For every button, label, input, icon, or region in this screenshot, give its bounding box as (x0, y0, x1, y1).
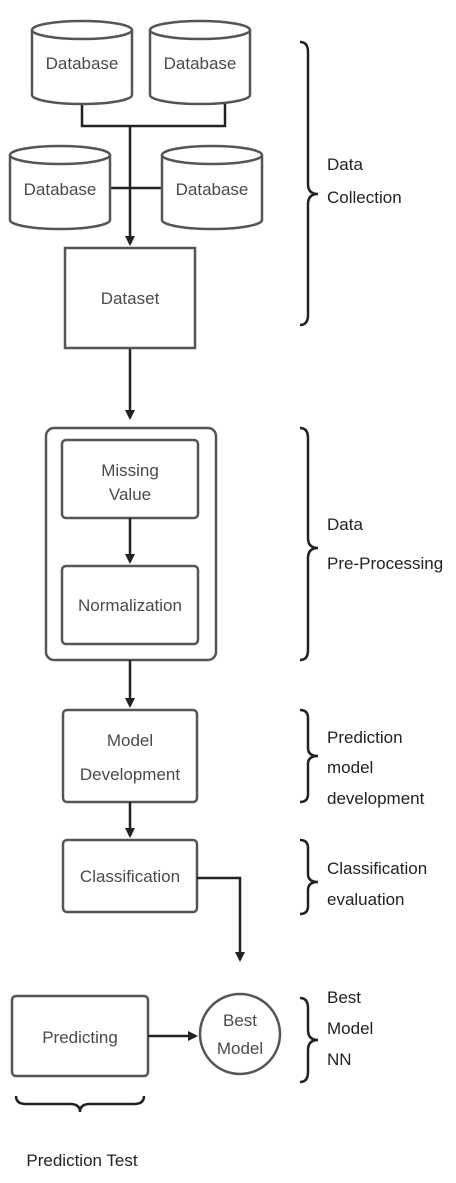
database-1: Database (30, 19, 134, 106)
database-2: Database (148, 19, 252, 106)
missing-value-label-2: Value (109, 485, 151, 504)
brace-prediction-dev (299, 708, 319, 804)
missing-value-label-1: Missing (101, 461, 159, 480)
database-1-label: Database (46, 54, 119, 73)
brace-preprocessing (299, 426, 319, 662)
brace-classification-eval (299, 838, 319, 916)
best-model-label-1: Best (223, 1011, 257, 1030)
dataset-box (63, 246, 197, 350)
stage-best-model-3: NN (327, 1050, 352, 1069)
stage-prediction-dev-2: model (327, 758, 373, 777)
stage-classification-eval-2: evaluation (327, 890, 405, 909)
stage-preprocessing-2: Pre-Processing (327, 554, 443, 573)
brace-prediction-test (14, 1095, 146, 1113)
dataset-label: Dataset (101, 289, 160, 308)
stage-prediction-dev-1: Prediction (327, 728, 403, 747)
best-model-circle (198, 992, 282, 1076)
normalization-box (60, 564, 200, 646)
best-model-label-2: Model (217, 1039, 263, 1058)
stage-prediction-test: Prediction Test (26, 1151, 137, 1170)
stage-best-model-2: Model (327, 1019, 373, 1038)
database-4: Database (160, 144, 264, 231)
stage-data-collection-1: Data (327, 155, 363, 174)
brace-data-collection (299, 40, 319, 327)
database-4-label: Database (176, 180, 249, 199)
database-3: Database (8, 144, 112, 231)
connector-top-databases (80, 95, 227, 128)
classification-label: Classification (80, 867, 180, 886)
brace-best-model (299, 996, 319, 1084)
database-2-label: Database (164, 54, 237, 73)
arrow-classification-to-best-model (197, 876, 245, 962)
stage-prediction-dev-3: development (327, 789, 425, 808)
model-development-box (61, 708, 199, 804)
model-development-label-2: Development (80, 765, 180, 784)
stage-preprocessing-1: Data (327, 515, 363, 534)
stage-data-collection-2: Collection (327, 188, 402, 207)
classification-box (61, 838, 199, 914)
normalization-label: Normalization (78, 596, 182, 615)
predicting-label: Predicting (42, 1028, 118, 1047)
model-development-label-1: Model (107, 731, 153, 750)
stage-classification-eval-1: Classification (327, 859, 427, 878)
database-3-label: Database (24, 180, 97, 199)
stage-best-model-1: Best (327, 988, 361, 1007)
